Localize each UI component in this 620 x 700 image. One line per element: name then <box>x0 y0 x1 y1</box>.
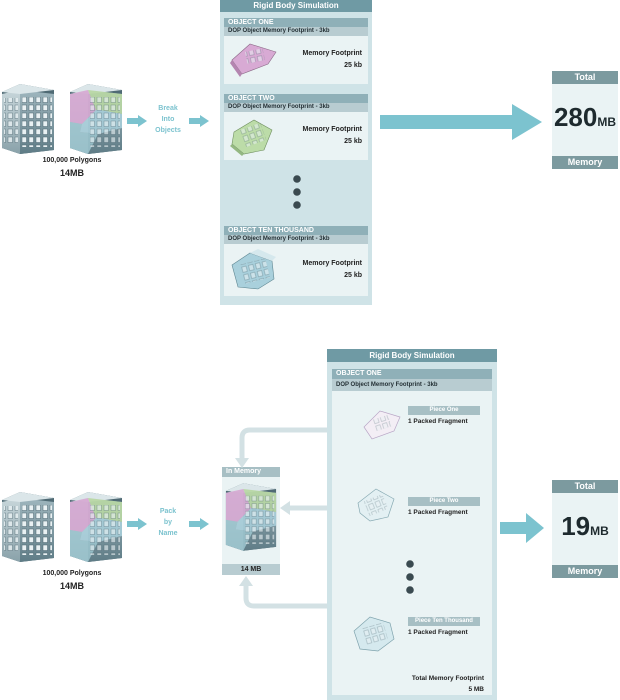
total-footprint-label: Total Memory Footprint <box>411 675 484 682</box>
memory-label: Memory <box>552 565 618 578</box>
total-box: Total 280MB Memory <box>552 71 618 169</box>
small-arrow-icon <box>189 114 209 132</box>
memory-value: 25 kb <box>344 62 362 69</box>
size-label: 14MB <box>59 581 84 591</box>
piece-fragment-image <box>354 485 398 530</box>
total-footprint-value: 5 MB <box>468 686 484 693</box>
small-arrow-icon <box>127 517 147 535</box>
large-arrow-icon <box>380 104 542 145</box>
total-box: Total 19MB Memory <box>552 480 618 578</box>
simulation-panel: Rigid Body Simulation OBJECT ONE DOP Obj… <box>327 349 497 700</box>
object-sub: DOP Object Memory Footprint - 3kb <box>224 103 368 112</box>
simulation-panel: Rigid Body Simulation OBJECT ONE DOP Obj… <box>220 0 372 305</box>
memory-value: 25 kb <box>344 272 362 279</box>
ellipsis-dots-icon <box>292 174 302 215</box>
small-arrow-icon <box>189 517 209 535</box>
fragment-image <box>228 247 278 298</box>
piece-name: Piece One <box>408 406 480 415</box>
memory-label: Memory Footprint <box>302 50 363 57</box>
panel-title: Rigid Body Simulation <box>220 0 372 12</box>
total-label: Total <box>552 480 618 493</box>
large-arrow-icon <box>500 513 544 548</box>
piece-desc: 1 Packed Fragment <box>408 629 468 636</box>
in-memory-box: In Memory 14 MB <box>222 467 280 575</box>
memory-label: Memory Footprint <box>302 260 363 267</box>
total-value: 280MB <box>553 102 617 132</box>
fractured-building-image <box>224 479 278 558</box>
object-name: OBJECT ONE <box>224 18 368 27</box>
piece-fragment-image <box>350 611 398 660</box>
object-card: OBJECT TWO DOP Object Memory Footprint -… <box>224 94 368 162</box>
memory-label: Memory <box>552 156 618 169</box>
piece-name: Piece Two <box>408 497 480 506</box>
plain-building-image <box>0 488 56 564</box>
object-card: OBJECT TEN THOUSAND DOP Object Memory Fo… <box>224 226 368 298</box>
in-memory-size: 14 MB <box>222 564 280 575</box>
memory-value: 25 kb <box>344 138 362 145</box>
fractured-building-image <box>68 80 124 156</box>
object-card: OBJECT ONE DOP Object Memory Footprint -… <box>332 369 492 695</box>
fragment-image <box>228 40 278 83</box>
plain-building-image <box>0 80 56 156</box>
in-memory-label: In Memory <box>222 467 280 477</box>
fragment-image <box>228 116 278 161</box>
fractured-building-image <box>68 488 124 564</box>
polygons-label: 100,000 Polygons <box>42 157 102 164</box>
piece-desc: 1 Packed Fragment <box>408 509 468 516</box>
ellipsis-dots-icon <box>405 559 415 600</box>
piece-fragment-image <box>360 407 404 448</box>
object-name: OBJECT ONE <box>332 369 492 379</box>
total-label: Total <box>552 71 618 84</box>
object-card: OBJECT ONE DOP Object Memory Footprint -… <box>224 18 368 86</box>
size-label: 14MB <box>59 168 84 178</box>
total-value: 19MB <box>561 511 609 541</box>
piece-desc: 1 Packed Fragment <box>408 418 468 425</box>
small-arrow-icon <box>127 114 147 132</box>
polygons-label: 100,000 Polygons <box>42 570 102 577</box>
object-name: OBJECT TWO <box>224 94 368 103</box>
object-sub: DOP Object Memory Footprint - 3kb <box>332 379 492 391</box>
memory-label: Memory Footprint <box>302 126 363 133</box>
object-sub: DOP Object Memory Footprint - 3kb <box>224 27 368 36</box>
panel-title: Rigid Body Simulation <box>327 349 497 362</box>
piece-name: Piece Ten Thousand <box>408 617 480 626</box>
object-name: OBJECT TEN THOUSAND <box>224 226 368 235</box>
object-sub: DOP Object Memory Footprint - 3kb <box>224 235 368 244</box>
